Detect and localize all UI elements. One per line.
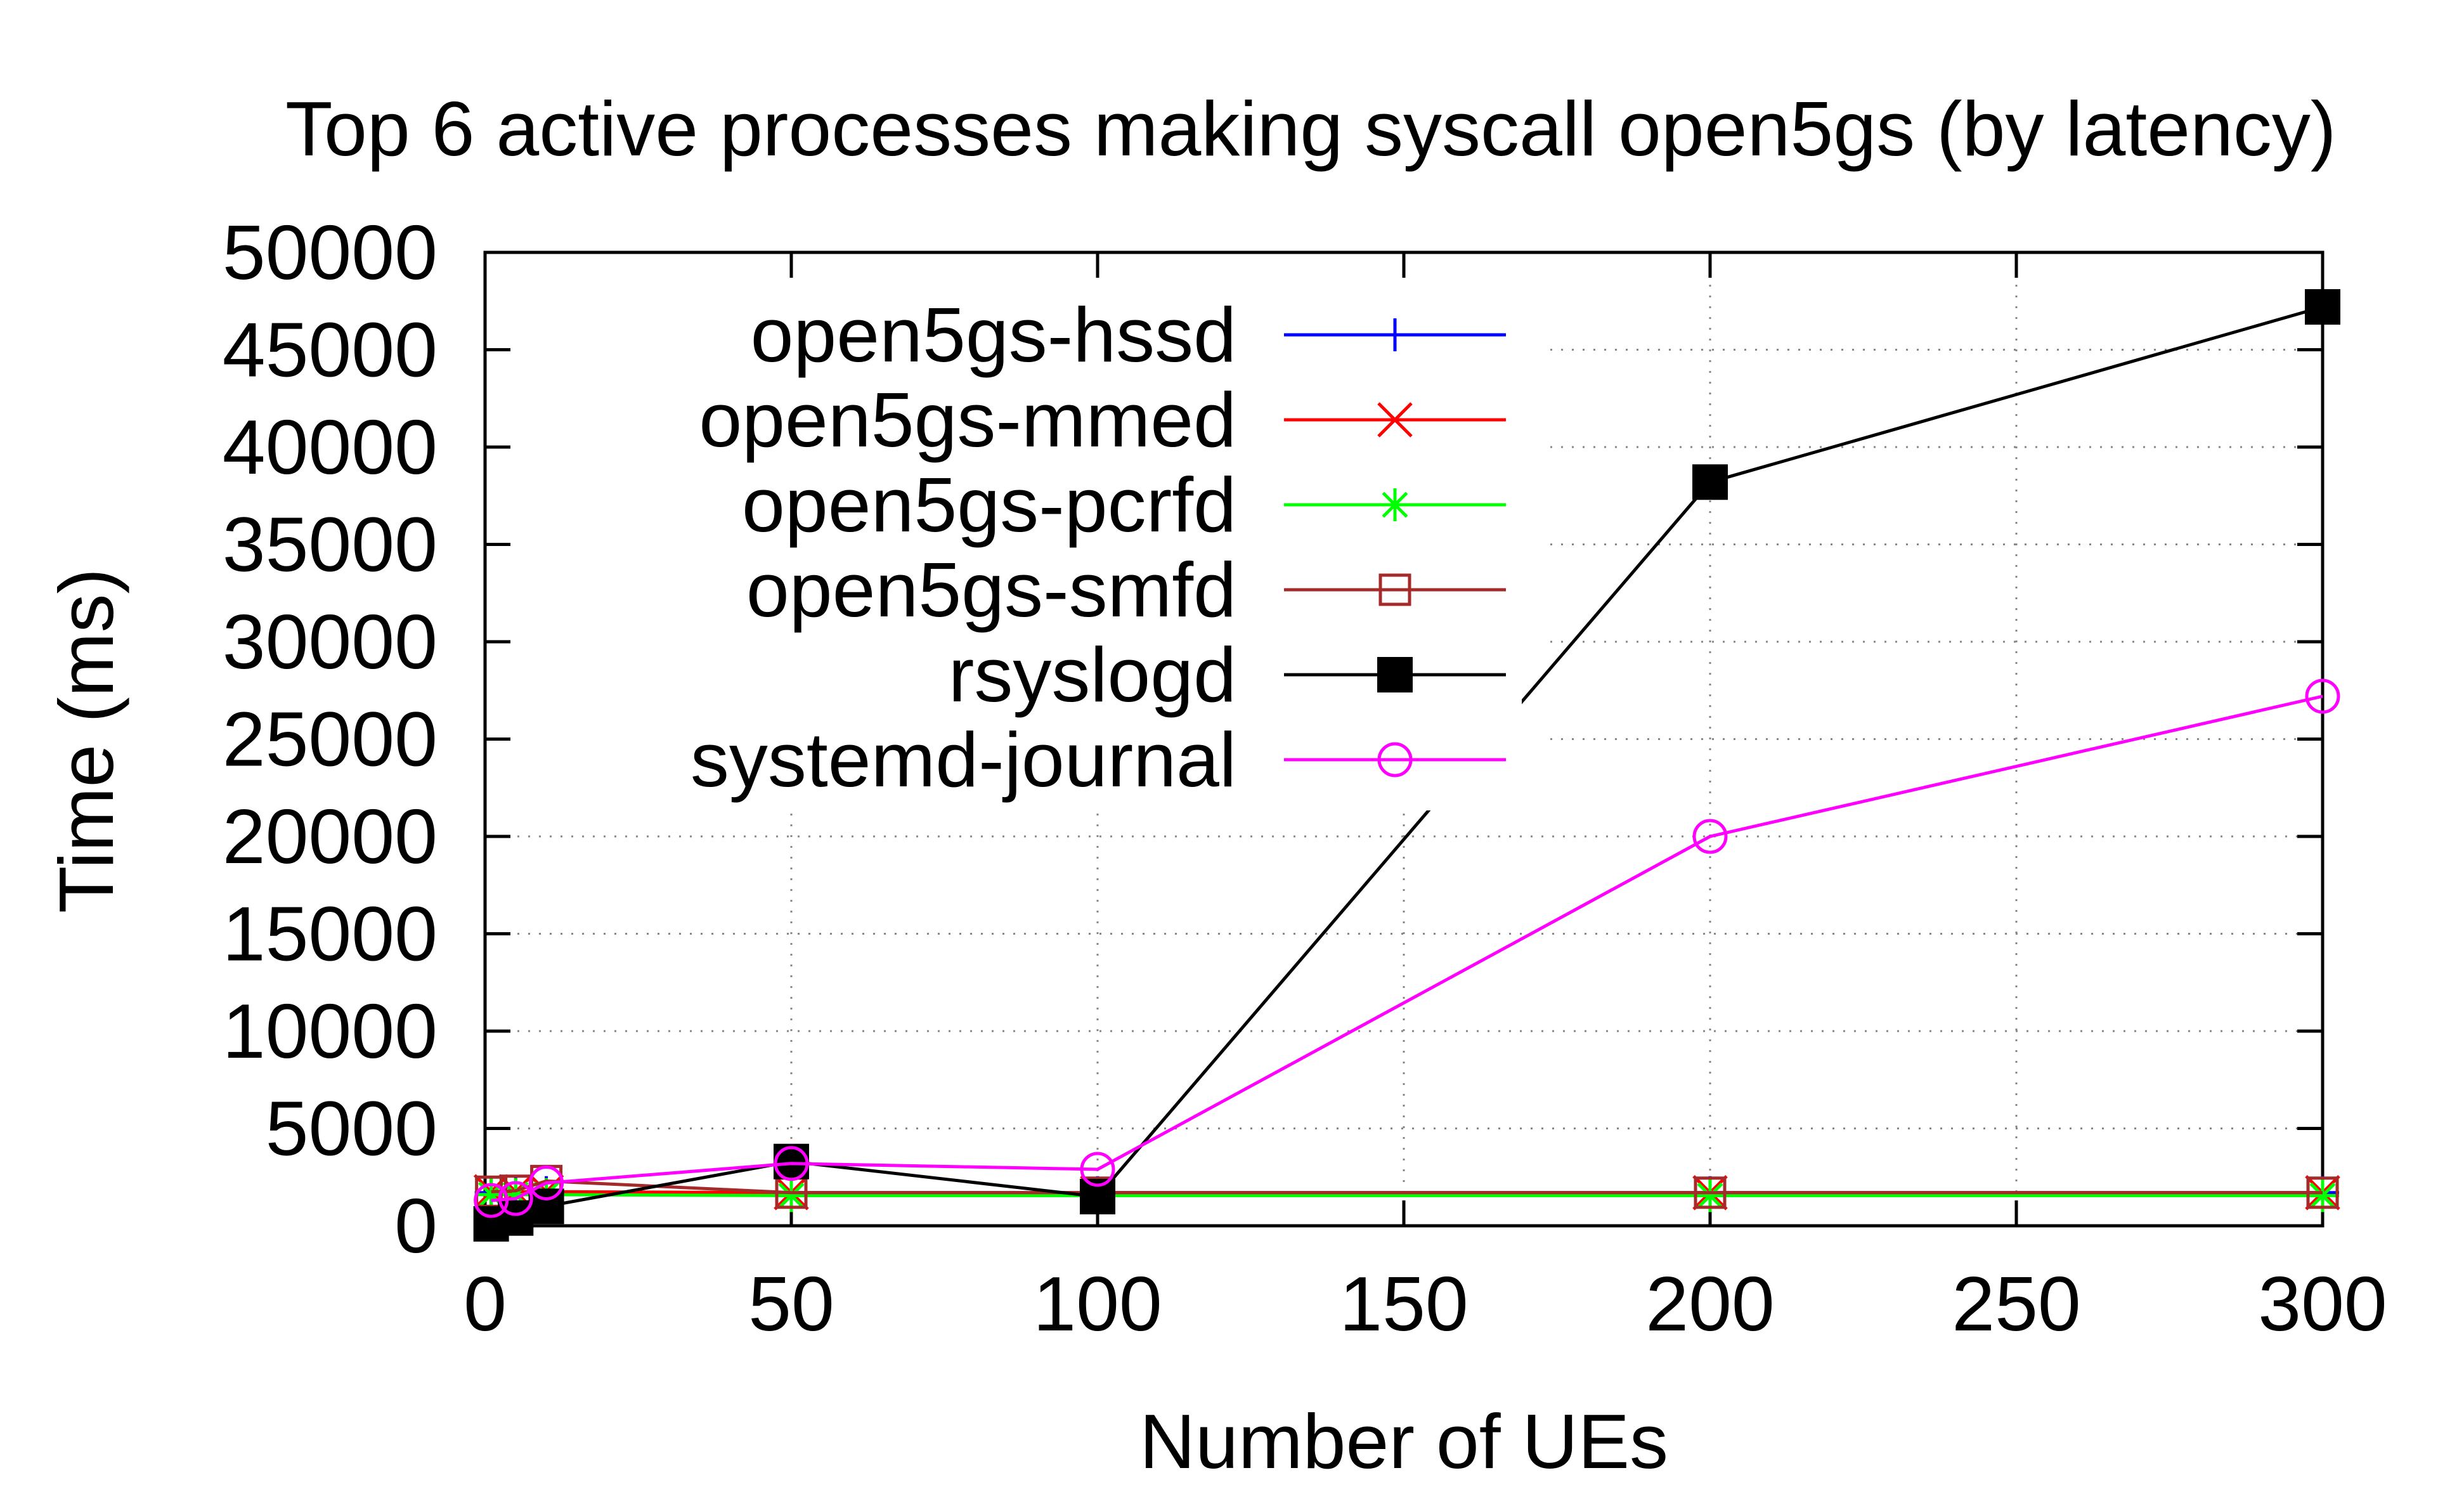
y-tick-label: 10000 [223, 988, 438, 1074]
series-systemd-journal [474, 679, 2340, 1218]
series-line [491, 694, 2323, 1202]
marker-stroke [1382, 491, 1408, 518]
data-point [2306, 1179, 2339, 1212]
x-tick-label: 200 [1645, 1261, 1775, 1347]
y-tick-label: 50000 [223, 209, 438, 296]
x-tick-label: 0 [464, 1261, 507, 1347]
marker-star [2306, 1179, 2339, 1212]
y-tick-label: 35000 [223, 502, 438, 588]
x-axis-title: Number of UEs [1139, 1398, 1668, 1485]
x-tick-label: 250 [1952, 1261, 2081, 1347]
marker-open-circle [498, 1181, 533, 1216]
marker-open-circle [1377, 742, 1413, 777]
legend-entry: open5gs-hssd [751, 292, 1506, 378]
y-tick-label: 0 [394, 1183, 438, 1269]
data-point [1692, 819, 1728, 854]
legend-entry: open5gs-mmed [699, 377, 1506, 463]
marker-open-circle [1080, 1152, 1115, 1187]
x-tick-label: 100 [1033, 1261, 1162, 1347]
legend-entry: open5gs-smfd [746, 547, 1506, 633]
marker-open-square [1378, 573, 1411, 606]
y-tick-label: 25000 [223, 696, 438, 783]
data-point [2305, 289, 2340, 325]
marker-open-circle [774, 1146, 809, 1181]
x-tick-label: 150 [1339, 1261, 1469, 1347]
x-tick-label: 50 [748, 1261, 834, 1347]
series-line [491, 1193, 2323, 1197]
y-tick-label: 20000 [223, 793, 438, 880]
marker-filled-square [1377, 657, 1413, 692]
x-tick-label: 300 [2258, 1261, 2387, 1347]
data-point [474, 1183, 509, 1218]
marker-stroke [778, 1182, 805, 1209]
y-axis-title: Time (ms) [43, 568, 129, 913]
data-point [529, 1165, 564, 1200]
legend-label: open5gs-hssd [751, 292, 1236, 378]
marker-filled-square [2305, 289, 2340, 325]
y-tick-label: 5000 [266, 1086, 438, 1172]
legend-entry: rsyslogd [949, 632, 1506, 718]
series-open5gs-smfd [475, 1164, 2339, 1209]
marker-plus [1378, 318, 1411, 351]
y-tick-label: 40000 [223, 404, 438, 490]
series-layer [473, 289, 2340, 1242]
marker-stroke [2309, 1182, 2336, 1209]
marker-stroke [1697, 1182, 1723, 1209]
legend: open5gs-hssdopen5gs-mmedopen5gs-pcrfdope… [634, 284, 1522, 810]
data-point [2306, 1176, 2339, 1209]
marker-open-square [2306, 1176, 2339, 1209]
marker-filled-square [1692, 464, 1728, 500]
legend-background [634, 284, 1522, 810]
data-point [2305, 679, 2340, 714]
data-point [1692, 464, 1728, 500]
data-point [1694, 1176, 1727, 1209]
marker-open-circle [474, 1183, 509, 1218]
legend-label: systemd-journal [691, 717, 1236, 803]
legend-entry: systemd-journal [691, 717, 1506, 803]
marker-open-circle [1692, 819, 1728, 854]
series-line [491, 1179, 2323, 1195]
legend-label: open5gs-pcrfd [742, 462, 1236, 548]
data-point [774, 1146, 809, 1181]
data-point [1080, 1152, 1115, 1187]
marker-star [1378, 488, 1411, 521]
marker-open-circle [2305, 679, 2340, 714]
marker-open-circle [529, 1165, 564, 1200]
legend-label: open5gs-mmed [699, 377, 1236, 463]
y-tick-label: 15000 [223, 891, 438, 977]
legend-label: open5gs-smfd [746, 547, 1236, 633]
marker-filled-square [498, 1200, 534, 1236]
legend-entry: open5gs-pcrfd [742, 462, 1506, 548]
marker-cross [1377, 402, 1413, 438]
marker-stroke [1377, 402, 1413, 438]
data-point [498, 1181, 533, 1216]
grid-layer [485, 252, 2323, 1226]
tick-labels: 0 5000 10000 15000 20000 25000 30000 35000 40000… [223, 209, 2387, 1347]
marker-open-square [1694, 1176, 1727, 1209]
y-tick-label: 45000 [223, 307, 438, 393]
series-open5gs-pcrfd [474, 1178, 2339, 1212]
y-tick-label: 30000 [223, 599, 438, 685]
chart-title: Top 6 active processes making syscall op… [285, 86, 2337, 172]
legend-label: rsyslogd [949, 632, 1236, 718]
data-point [498, 1200, 534, 1236]
